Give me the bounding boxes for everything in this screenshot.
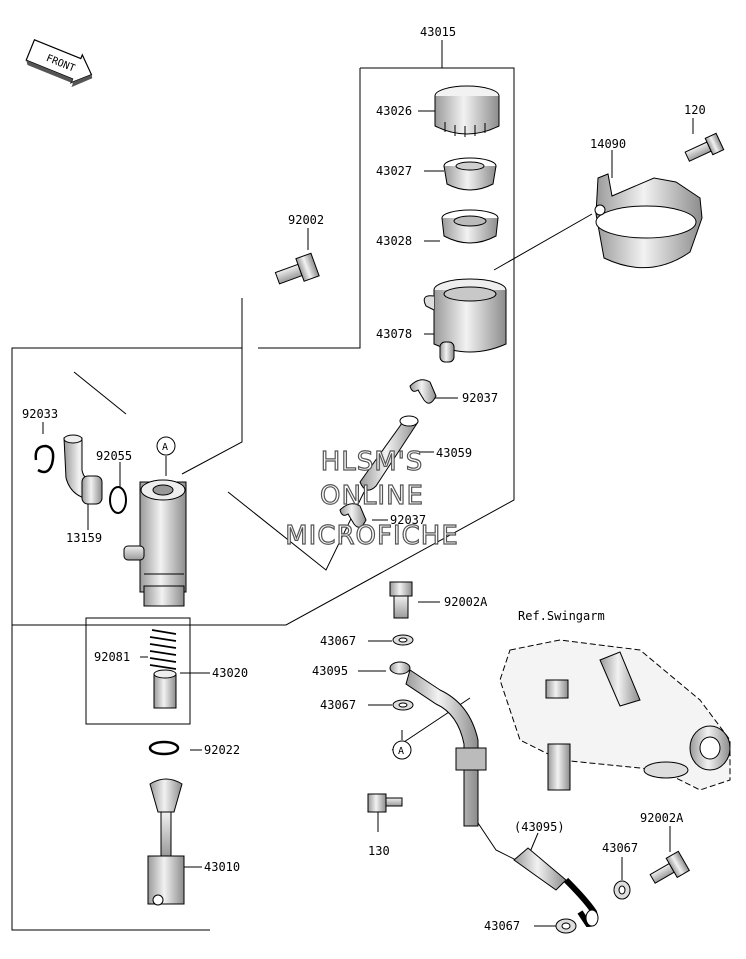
spring-92081	[149, 629, 177, 670]
label-ref-swingarm: Ref.Swingarm	[518, 609, 605, 623]
label-92002A-lower: 92002A	[640, 811, 684, 825]
watermark-line-1: HLSM'S	[321, 447, 424, 477]
o-ring-92055	[109, 486, 127, 514]
label-13159: 13159	[66, 531, 102, 545]
label-130: 130	[368, 844, 390, 858]
swingarm-reference	[499, 639, 731, 791]
label-92002: 92002	[288, 213, 324, 227]
marker-a-label: A	[162, 442, 168, 453]
label-92081: 92081	[94, 650, 130, 664]
marker-a-cylinder: A	[156, 436, 176, 456]
master-cylinder-group-outline	[258, 68, 361, 349]
washer-43067-d	[555, 918, 577, 934]
bolt-92002A-upper	[389, 581, 413, 619]
bracket-14090	[594, 173, 703, 269]
clip-92037-lower	[339, 503, 367, 528]
connector-lines	[73, 213, 593, 867]
washer-43067-a	[392, 634, 414, 646]
label-120: 120	[684, 103, 706, 117]
label-43028: 43028	[376, 234, 412, 248]
label-92055: 92055	[96, 449, 132, 463]
bolt-120	[684, 132, 725, 162]
label-43067-a: 43067	[320, 634, 356, 648]
plate-43027	[443, 157, 497, 191]
piston-kit-box	[85, 617, 191, 725]
piston-43020	[153, 669, 177, 709]
circlip-92033	[34, 444, 55, 474]
reservoir-cap-43026	[434, 85, 500, 137]
label-43067-c: 43067	[602, 841, 638, 855]
bolt-92002A-lower	[649, 850, 691, 884]
brake-hose-43095	[389, 661, 487, 827]
label-92037-lower: 92037	[390, 513, 426, 527]
label-43095: 43095	[312, 664, 348, 678]
washer-43067-c	[613, 880, 631, 900]
marker-a-hose: A	[392, 740, 412, 760]
hose-continuation	[513, 847, 599, 928]
circlip-92022	[148, 740, 180, 756]
watermark-line-2: ONLINE	[320, 481, 424, 511]
clip-92037-upper	[409, 379, 437, 404]
label-92033: 92033	[22, 407, 58, 421]
marker-a-label-2: A	[398, 746, 404, 757]
label-43095-ref: (43095)	[514, 820, 565, 834]
bolt-130	[367, 793, 403, 813]
part-labels: 43015 43026 43027 43028 43078 92037 4305…	[22, 25, 706, 933]
label-92022: 92022	[204, 743, 240, 757]
label-43026: 43026	[376, 104, 412, 118]
label-43067-d: 43067	[484, 919, 520, 933]
front-arrow-icon: FRONT	[25, 39, 93, 88]
label-14090: 14090	[590, 137, 626, 151]
label-92037-upper: 92037	[462, 391, 498, 405]
reservoir-43078	[423, 278, 507, 363]
label-43059: 43059	[436, 446, 472, 460]
elbow-fitting-13159	[63, 434, 103, 505]
label-43027: 43027	[376, 164, 412, 178]
washer-43067-b	[392, 699, 414, 711]
leader-lines	[42, 110, 694, 927]
label-43078: 43078	[376, 327, 412, 341]
label-43067-b: 43067	[320, 698, 356, 712]
bolt-92002	[274, 252, 320, 285]
diaphragm-43028	[441, 209, 499, 244]
watermark-line-3: MICROFICHE	[285, 521, 459, 551]
push-rod-43010	[147, 778, 185, 906]
frame-left	[11, 347, 242, 931]
watermark: HLSM'S ONLINE MICROFICHE	[285, 446, 459, 551]
label-43015: 43015	[420, 25, 456, 39]
label-43010: 43010	[204, 860, 240, 874]
hose-43059	[359, 415, 419, 491]
master-cylinder-body	[123, 479, 187, 607]
label-43020: 43020	[212, 666, 248, 680]
label-92002A-upper: 92002A	[444, 595, 488, 609]
